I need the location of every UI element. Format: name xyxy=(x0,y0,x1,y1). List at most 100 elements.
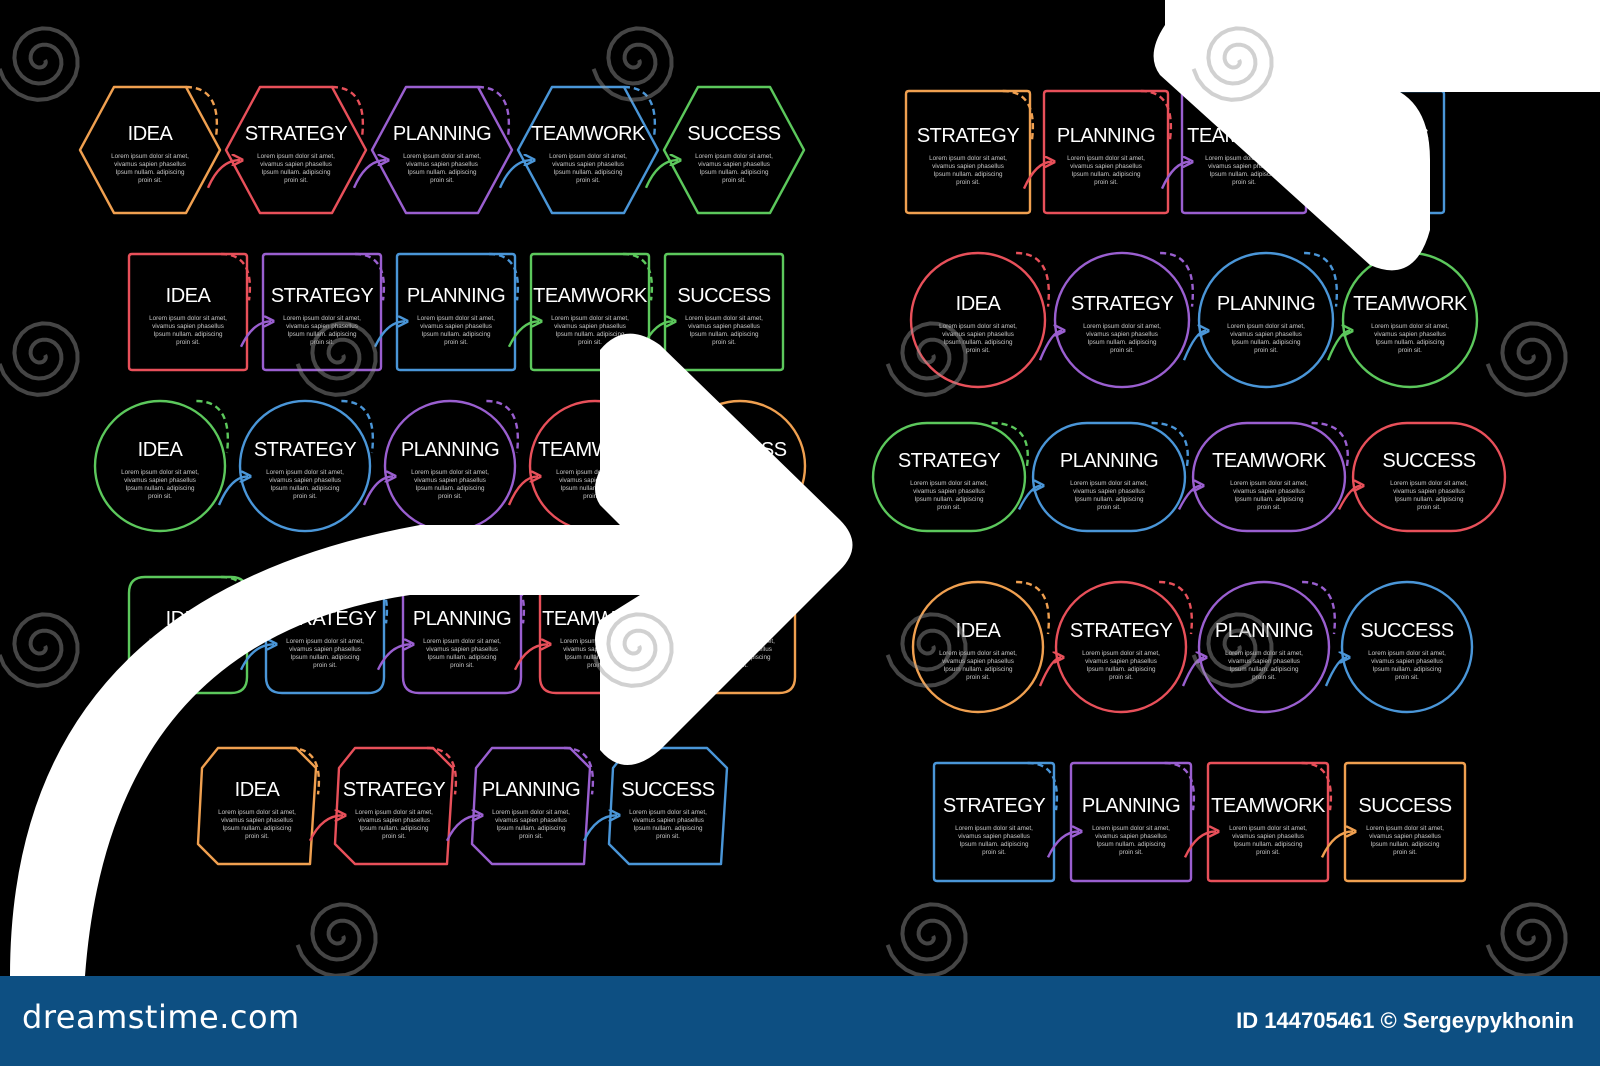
step-body-text: proin sit. xyxy=(576,177,600,184)
step-body-text: Lorem ipsum dolor sit amet, xyxy=(939,323,1017,330)
step-body-text: proin sit. xyxy=(1395,674,1419,681)
step-body-text: Ipsum nullam. adipiscing xyxy=(960,841,1029,848)
arrow-connector xyxy=(308,815,343,842)
arrow-connector xyxy=(1038,657,1061,687)
arrow-connector xyxy=(217,476,248,506)
step-title: STRATEGY xyxy=(1070,620,1172,642)
arrow-connector xyxy=(498,160,532,189)
step-outline xyxy=(470,746,592,866)
step-body-text: Ipsum nullam. adipiscing xyxy=(1232,339,1301,346)
step-body-text: proin sit. xyxy=(245,833,269,840)
step-body-text: proin sit. xyxy=(438,493,462,500)
arrow-connector xyxy=(362,476,393,506)
dashed-connector xyxy=(1016,580,1050,635)
step-body-text: proin sit. xyxy=(1393,849,1417,856)
arrow-connector xyxy=(1022,162,1052,190)
step-body-text: Lorem ipsum dolor sit amet, xyxy=(1371,323,1449,330)
step-body-text: proin sit. xyxy=(966,347,990,354)
watermark-footer: dreamstime.com ID 144705461 © Sergeypykh… xyxy=(0,976,1600,1066)
step-body-text: proin sit. xyxy=(176,339,200,346)
dashed-connector xyxy=(1164,761,1196,811)
step-body-text: Lorem ipsum dolor sit amet, xyxy=(1082,650,1160,657)
arrow-connector xyxy=(1177,486,1201,510)
step-body-text: Ipsum nullam. adipiscing xyxy=(271,485,340,492)
step-title: PLANNING xyxy=(1057,125,1155,147)
step-outline xyxy=(1031,421,1187,533)
step-title: STRATEGY xyxy=(254,439,356,461)
white-arrow-graphic xyxy=(10,0,1600,976)
step-body-text: Ipsum nullam. adipiscing xyxy=(1072,171,1141,178)
step-body-text: vivamus sapien phasellus xyxy=(1073,488,1145,495)
step-body-text: proin sit. xyxy=(138,177,162,184)
step-body-text: Ipsum nullam. adipiscing xyxy=(1234,841,1303,848)
step-body-text: proin sit. xyxy=(1232,179,1256,186)
step-body-text: Ipsum nullam. adipiscing xyxy=(944,339,1013,346)
step-body-text: proin sit. xyxy=(578,339,602,346)
site-watermark: dreamstime.com xyxy=(22,998,300,1036)
step-outline xyxy=(607,746,729,866)
step-body-text: vivamus sapien phasellus xyxy=(632,817,704,824)
step-body-text: vivamus sapien phasellus xyxy=(958,833,1030,840)
step-body-text: Lorem ipsum dolor sit amet, xyxy=(411,469,489,476)
step-outline xyxy=(78,85,222,215)
step-title: PLANNING xyxy=(1215,620,1313,642)
step-body-text: Ipsum nullam. adipiscing xyxy=(223,825,292,832)
step-title: STRATEGY xyxy=(917,125,1019,147)
step-outline xyxy=(261,252,383,372)
step-body-text: Lorem ipsum dolor sit amet, xyxy=(266,469,344,476)
watermark-spiral-icon xyxy=(0,321,80,397)
step-outline xyxy=(911,580,1045,714)
step-body-text: Ipsum nullam. adipiscing xyxy=(1088,339,1157,346)
step-title: STRATEGY xyxy=(343,779,445,801)
arrow-connector xyxy=(1320,831,1353,858)
step-body-text: Ipsum nullam. adipiscing xyxy=(262,169,331,176)
step-body-text: vivamus sapien phasellus xyxy=(1232,833,1304,840)
arrow-connector xyxy=(239,644,274,671)
step-body-text: Lorem ipsum dolor sit amet, xyxy=(929,155,1007,162)
step-body-text: Lorem ipsum dolor sit amet, xyxy=(1225,650,1303,657)
step-body-text: proin sit. xyxy=(1119,849,1143,856)
arrow-connector xyxy=(1182,331,1206,361)
arrow-connector xyxy=(644,160,678,189)
step-body-text: Lorem ipsum dolor sit amet, xyxy=(695,153,773,160)
step-body-text: Ipsum nullam. adipiscing xyxy=(634,825,703,832)
step-body-text: proin sit. xyxy=(284,177,308,184)
step-outline xyxy=(1343,761,1467,883)
arrow-connector xyxy=(376,644,411,671)
step-body-text: Ipsum nullam. adipiscing xyxy=(154,331,223,338)
arrow-connector xyxy=(239,321,271,348)
arrow-connector xyxy=(206,160,240,189)
arrow-connector xyxy=(507,476,538,506)
step-body-text: Lorem ipsum dolor sit amet, xyxy=(257,153,335,160)
step-body-text: proin sit. xyxy=(1110,347,1134,354)
step-body-text: vivamus sapien phasellus xyxy=(552,161,624,168)
step-body-text: vivamus sapien phasellus xyxy=(688,323,760,330)
step-body-text: Lorem ipsum dolor sit amet, xyxy=(1368,650,1446,657)
step-body-text: Lorem ipsum dolor sit amet, xyxy=(955,825,1033,832)
step-outline xyxy=(383,399,517,533)
step-title: PLANNING xyxy=(413,608,511,630)
step-body-text: vivamus sapien phasellus xyxy=(1095,833,1167,840)
step-body-text: proin sit. xyxy=(1109,674,1133,681)
step-body-text: vivamus sapien phasellus xyxy=(1393,488,1465,495)
dashed-connector xyxy=(1151,421,1189,467)
step-body-text: Lorem ipsum dolor sit amet, xyxy=(111,153,189,160)
arrow-connector xyxy=(1160,162,1190,190)
step-body-text: Ipsum nullam. adipiscing xyxy=(408,169,477,176)
step-body-text: Ipsum nullam. adipiscing xyxy=(1376,339,1445,346)
step-body-text: vivamus sapien phasellus xyxy=(1085,658,1157,665)
step-title: SUCCESS xyxy=(1360,620,1453,642)
